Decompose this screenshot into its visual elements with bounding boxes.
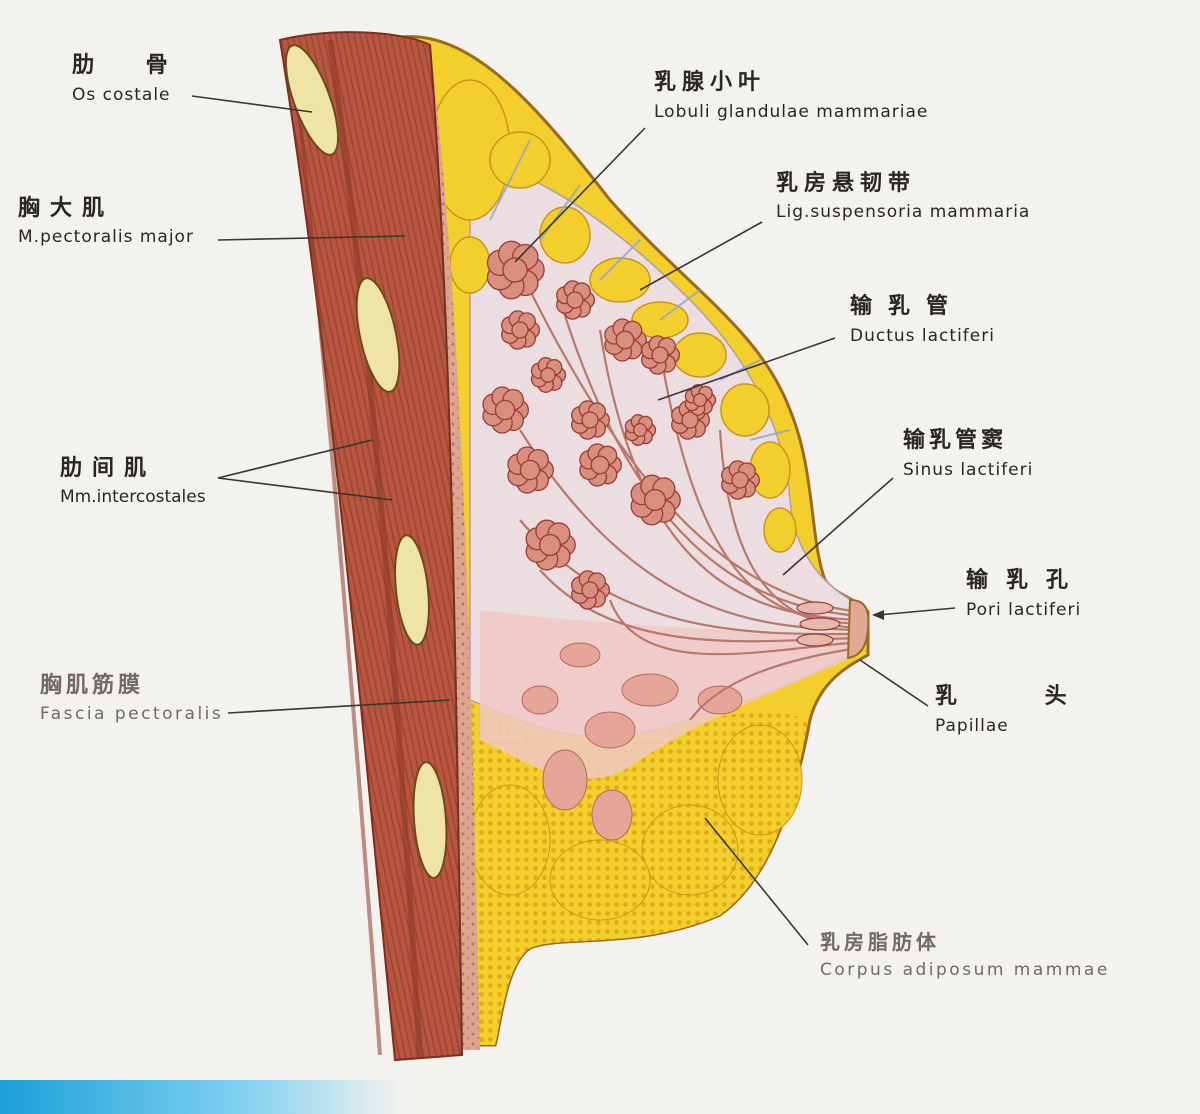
lobule-cluster: [571, 570, 611, 610]
leader-lobuli: [514, 127, 646, 263]
lobule-cluster: [525, 519, 576, 571]
leader-sinus: [782, 477, 894, 576]
rib: [355, 277, 401, 393]
label-corpus-adiposum: 乳房脂肪体 Corpus adiposum mammae: [820, 932, 1110, 979]
label-ductus: 输乳管 Ductus lactiferi: [850, 296, 995, 345]
label-fascia-pectoralis-cn: 胸肌筋膜: [40, 673, 145, 698]
rib: [394, 534, 430, 646]
leader-intercostales-a: [217, 439, 373, 479]
label-corpus-adiposum-la: Corpus adiposum mammae: [820, 960, 1110, 980]
rib: [412, 761, 448, 879]
lobule-cluster: [630, 474, 681, 526]
leader-os-costale: [191, 95, 313, 113]
muscle-outer-stripe: [290, 44, 382, 1056]
label-lobuli-la: Lobuli glandulae mammariae: [654, 102, 929, 122]
label-lig-suspensoria-cn: 乳房悬韧带: [776, 171, 917, 196]
leader-pectoralis-major: [217, 235, 406, 241]
label-corpus-adiposum-cn: 乳房脂肪体: [820, 930, 940, 954]
label-lobuli: 乳腺小叶 Lobuli glandulae mammariae: [654, 72, 928, 121]
label-pectoralis-major-cn: 胸大肌: [18, 196, 115, 221]
label-papillae: 乳 头 Papillae: [935, 686, 1107, 735]
lower-pink-lobules: [521, 642, 743, 841]
pori-arrowhead: [872, 610, 884, 620]
leader-intercostales-b: [217, 477, 393, 501]
lobule-cluster: [501, 310, 541, 350]
leader-pori: [877, 607, 956, 616]
label-ductus-cn: 输乳管: [850, 294, 965, 319]
sinus-lactiferi: [796, 601, 841, 647]
lobule-cluster: [604, 318, 647, 362]
lobule-cluster: [556, 280, 596, 320]
label-sinus: 输乳管窦 Sinus lactiferi: [903, 430, 1033, 479]
label-ductus-la: Ductus lactiferi: [850, 326, 995, 346]
muscle-inner-stripe: [327, 39, 423, 1059]
label-lig-suspensoria: 乳房悬韧带 Lig.suspensoria mammaria: [776, 173, 1030, 221]
lobule-cluster: [641, 335, 681, 375]
ribs: [284, 44, 448, 879]
label-sinus-la: Sinus lactiferi: [903, 460, 1034, 480]
label-pori-la: Pori lactiferi: [966, 600, 1082, 620]
label-papillae-cn: 乳 头: [935, 684, 1107, 709]
label-intercostales-la: Mm.intercostales: [60, 487, 206, 507]
label-os-costale-cn: 肋 骨: [72, 53, 190, 78]
lobule-cluster: [482, 386, 529, 434]
lobule-cluster: [530, 357, 567, 393]
label-sinus-cn: 输乳管窦: [903, 428, 1008, 453]
lobule-cluster: [571, 400, 611, 440]
lobule-cluster: [486, 240, 545, 300]
label-os-costale-la: Os costale: [72, 85, 171, 105]
label-lig-suspensoria-la: Lig.suspensoria mammaria: [776, 202, 1031, 222]
label-intercostales: 肋间肌 Mm.intercostales: [60, 458, 206, 506]
lobule-cluster: [721, 460, 761, 500]
label-pectoralis-major: 胸大肌 M.pectoralis major: [18, 198, 194, 246]
glandular-lobules: [482, 240, 761, 610]
leader-corpus-adiposum: [704, 817, 809, 946]
label-fascia-pectoralis: 胸肌筋膜 Fascia pectoralis: [40, 675, 223, 723]
label-fascia-pectoralis-la: Fascia pectoralis: [40, 704, 224, 724]
lobule-cluster: [684, 384, 717, 416]
rib: [284, 44, 340, 156]
label-intercostales-cn: 肋间肌: [60, 456, 157, 481]
suspensory-ligaments: [489, 139, 791, 441]
label-pori: 输乳孔 Pori lactiferi: [966, 570, 1086, 619]
lobule-cluster: [579, 443, 622, 487]
label-pori-cn: 输乳孔: [966, 568, 1087, 593]
label-papillae-la: Papillae: [935, 716, 1009, 736]
corner-band: [0, 1080, 400, 1114]
label-pectoralis-major-la: M.pectoralis major: [18, 227, 194, 247]
leader-ductus: [657, 337, 836, 401]
nipple: [846, 598, 870, 660]
leader-lig-suspensoria: [639, 221, 763, 291]
lower-fat-lobes: [469, 724, 803, 921]
leader-papillae: [859, 659, 929, 707]
label-os-costale: 肋 骨 Os costale: [72, 55, 190, 104]
lobule-cluster: [507, 446, 554, 494]
leader-lines: [191, 95, 956, 946]
leader-fascia-pectoralis: [227, 699, 451, 714]
label-lobuli-cn: 乳腺小叶: [654, 70, 767, 95]
lobule-cluster: [624, 414, 657, 446]
